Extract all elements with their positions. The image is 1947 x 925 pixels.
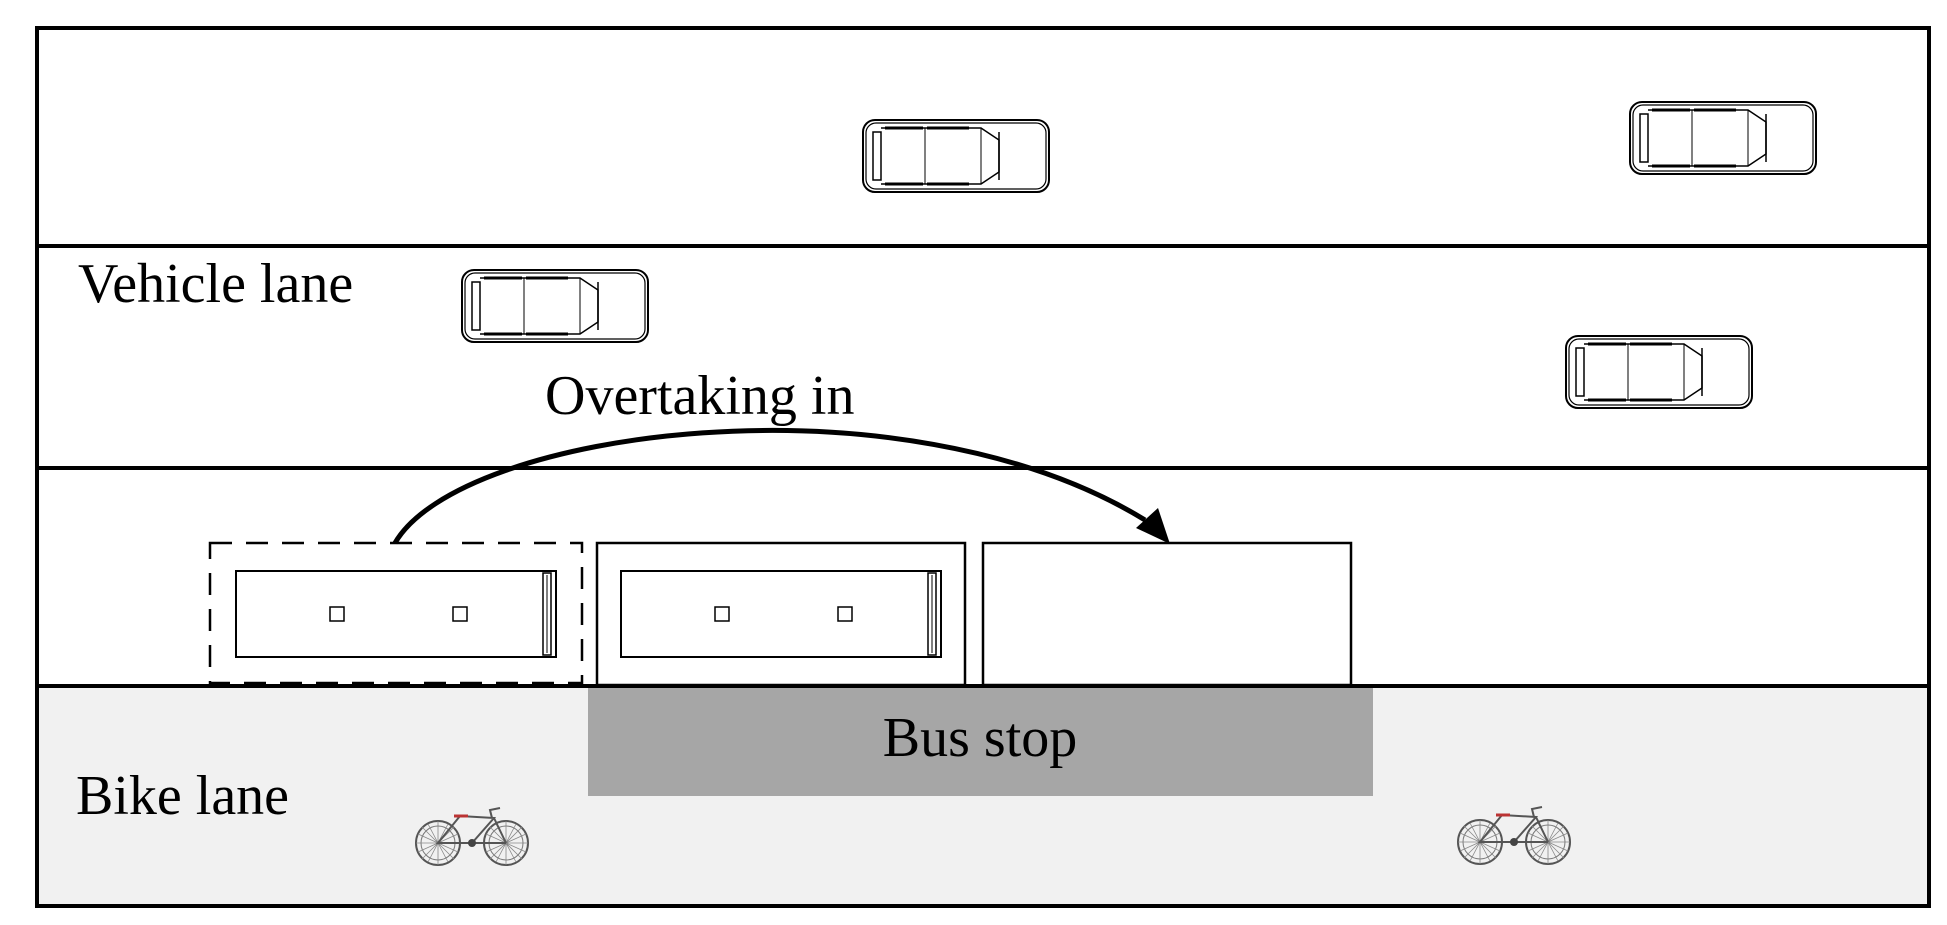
berth-empty xyxy=(981,541,1353,687)
overtaking-arrow xyxy=(392,428,1147,545)
car-icon xyxy=(1628,100,1818,176)
car-icon xyxy=(861,118,1051,194)
bus-icon xyxy=(235,570,557,658)
vehicle-lane-label: Vehicle lane xyxy=(78,253,353,315)
overtaking-label: Overtaking in xyxy=(545,365,854,427)
bus-stop xyxy=(588,688,1373,796)
arrow-icon xyxy=(1136,508,1170,544)
bus-icon xyxy=(620,570,942,658)
bus-stop-label: Bus stop xyxy=(883,707,1078,769)
car-icon xyxy=(460,268,650,344)
bike-lane-label: Bike lane xyxy=(76,765,289,827)
car-icon xyxy=(1564,334,1754,410)
